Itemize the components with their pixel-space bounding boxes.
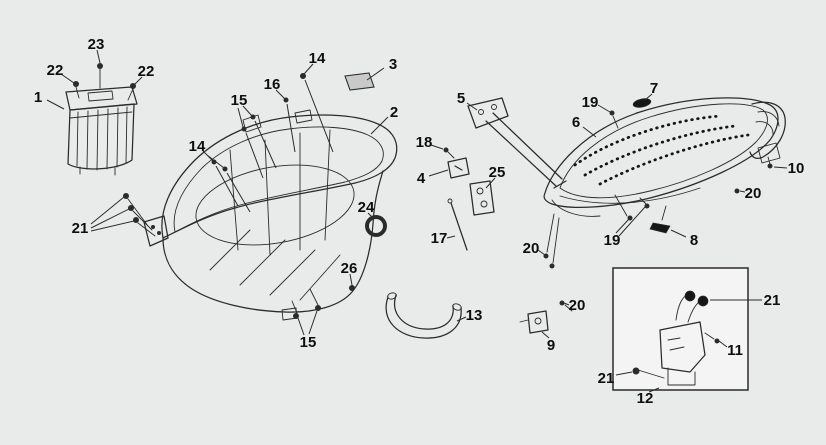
part-number-14: 14: [189, 138, 206, 155]
leader-lines: [46, 49, 788, 393]
fastener-dots: [73, 63, 773, 379]
part-number-2: 2: [390, 104, 398, 121]
rod-part-17: [450, 202, 468, 251]
part-number-1: 1: [34, 89, 42, 106]
bracket-part-9: [519, 310, 549, 334]
part-number-17: 17: [431, 230, 448, 247]
small-box-part-1: [65, 86, 138, 176]
part-number-20: 20: [523, 240, 540, 257]
part-number-13: 13: [466, 307, 483, 324]
part-number-16: 16: [264, 76, 281, 93]
plate-part-25: [469, 180, 495, 216]
part-number-3: 3: [389, 56, 397, 73]
seat-assembly-part-6: [543, 97, 786, 234]
part-number-8: 8: [690, 232, 698, 249]
part-number-22: 22: [47, 62, 64, 79]
part-number-10: 10: [788, 160, 805, 177]
part-number-20: 20: [745, 185, 762, 202]
part-number-20: 20: [569, 297, 586, 314]
bracket-part-4: [447, 157, 470, 179]
hinge-assembly-part-5: [447, 97, 567, 264]
part-number-6: 6: [572, 114, 580, 131]
ring-part-24: [365, 215, 387, 237]
part-number-18: 18: [416, 134, 433, 151]
part-number-24: 24: [358, 199, 375, 216]
part-number-14: 14: [309, 50, 326, 67]
part-number-7: 7: [650, 80, 658, 97]
part-number-22: 22: [138, 63, 155, 80]
part-number-19: 19: [582, 94, 599, 111]
seat-pad-part-7: [632, 98, 652, 108]
small-lid-part-3: [344, 72, 375, 91]
part-number-5: 5: [457, 90, 465, 107]
part-number-11: 11: [727, 342, 743, 359]
grab-rail-part-13: [385, 292, 462, 339]
seat-stop-part-8: [649, 222, 671, 234]
part-number-25: 25: [489, 164, 506, 181]
part-number-23: 23: [88, 36, 105, 53]
part-number-15: 15: [231, 92, 248, 109]
part-number-21: 21: [598, 370, 615, 387]
part-number-12: 12: [637, 390, 654, 407]
part-number-26: 26: [341, 260, 358, 277]
part-number-4: 4: [417, 170, 426, 187]
part-number-9: 9: [547, 337, 555, 354]
callout-numbers: 22 23 22 1 14 3 16 15 2 14 5 19 7 6 18 4 25 10 20 24 17 19 8 21…: [34, 36, 805, 407]
part-number-19: 19: [604, 232, 621, 249]
part-number-15: 15: [300, 334, 317, 351]
latch-roller: [684, 290, 696, 302]
latch-roller: [697, 295, 709, 307]
part-number-21: 21: [72, 220, 89, 237]
part-number-21: 21: [764, 292, 781, 309]
